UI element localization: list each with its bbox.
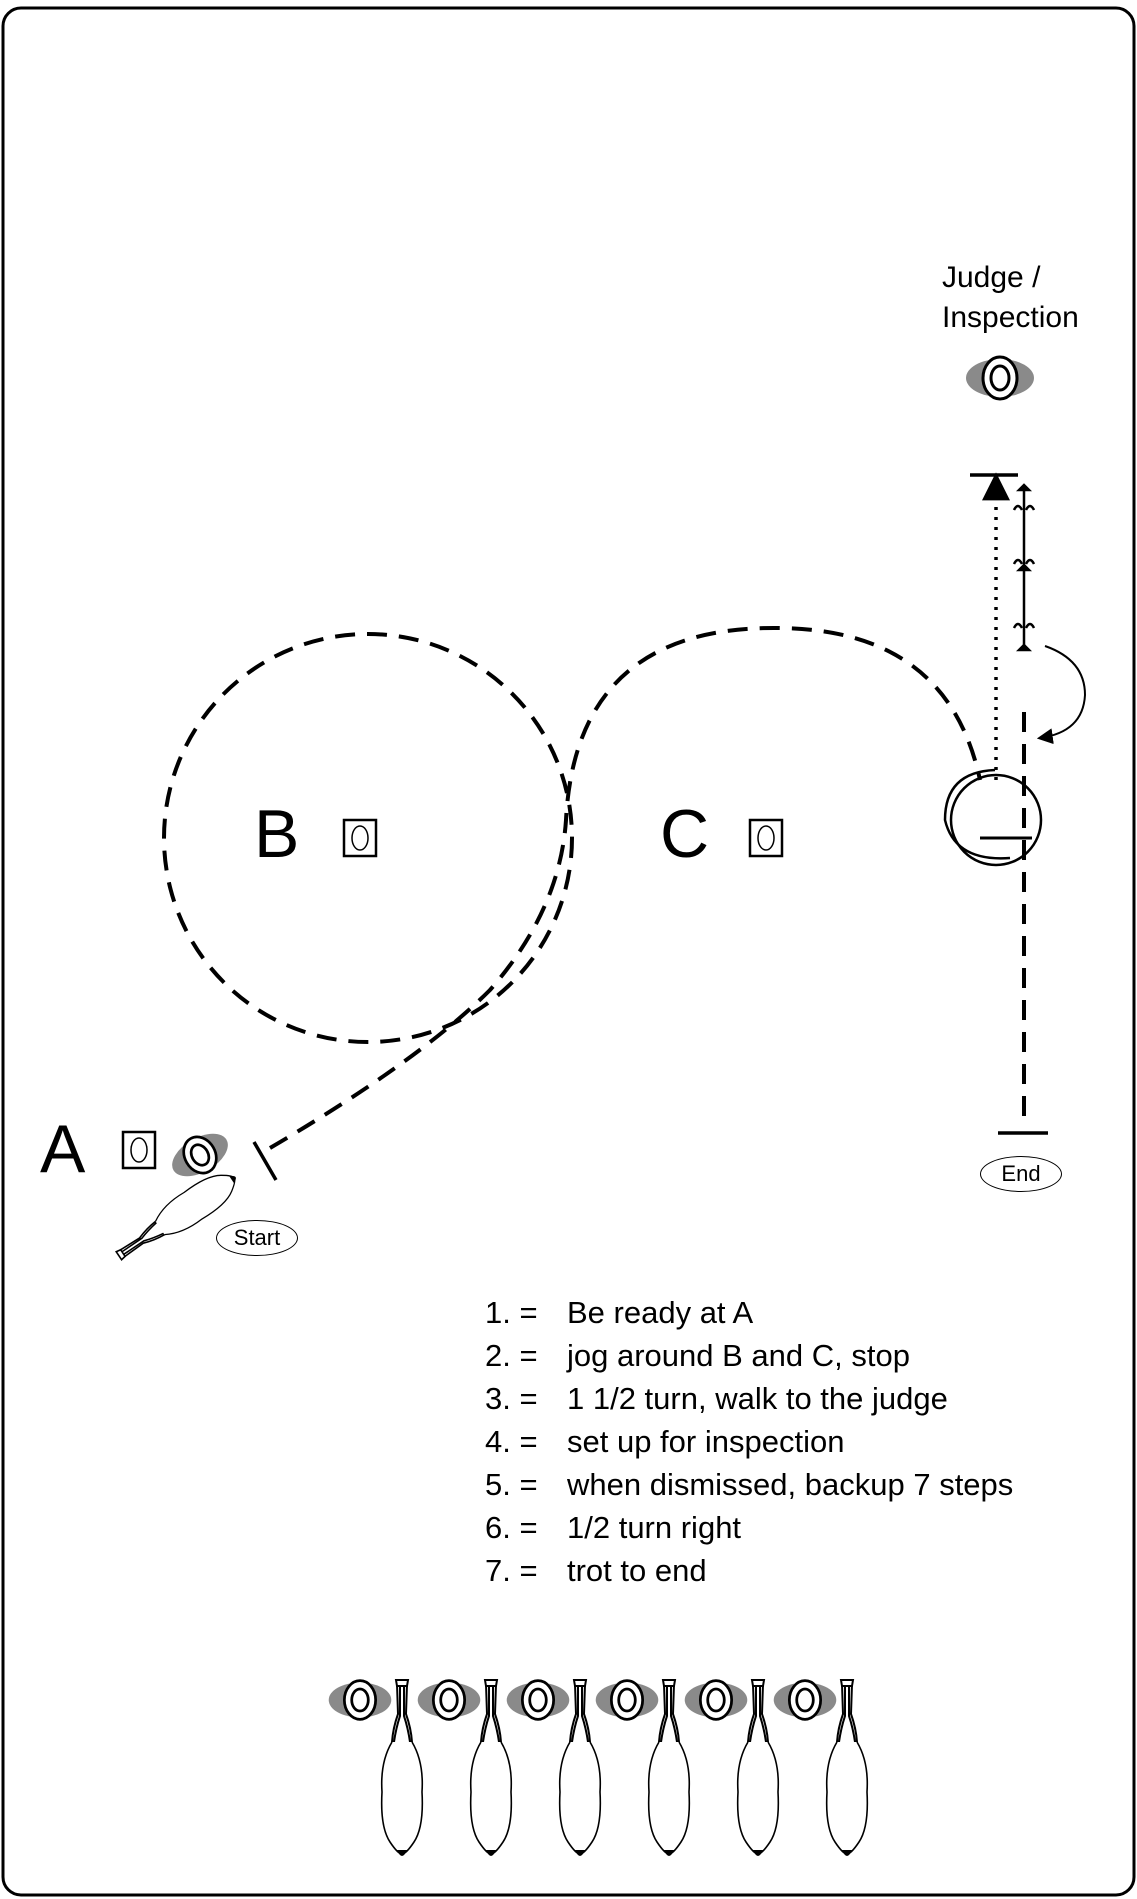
- instruction-step-number: 2. =: [485, 1338, 538, 1373]
- instruction-step-text: jog around B and C, stop: [567, 1338, 910, 1373]
- page-border: [1, 6, 1136, 1897]
- instruction-step: 2. = jog around B and C, stop: [485, 1338, 910, 1374]
- exhibitor-icon: [772, 1679, 838, 1721]
- judge-title-line2: Inspection: [942, 301, 1079, 334]
- instruction-step-text: when dismissed, backup 7 steps: [567, 1467, 1014, 1502]
- exhibitor-icon: [327, 1679, 393, 1721]
- exhibitor-icon: [683, 1679, 749, 1721]
- instruction-step: 7. = trot to end: [485, 1553, 707, 1589]
- judge-title-line1: Judge /: [942, 261, 1041, 294]
- instruction-step: 4. = set up for inspection: [485, 1424, 844, 1460]
- instruction-step-number: 6. =: [485, 1510, 538, 1545]
- cone-marker-icon: [121, 1130, 157, 1170]
- cone-marker-icon: [342, 818, 378, 858]
- jog-path: [268, 625, 982, 1150]
- instruction-step: 3. = 1 1/2 turn, walk to the judge: [485, 1381, 948, 1417]
- instruction-step: 6. = 1/2 turn right: [485, 1510, 741, 1546]
- instruction-step-number: 5. =: [485, 1467, 538, 1502]
- marker-b-label: B: [254, 796, 300, 872]
- instruction-step-text: Be ready at A: [567, 1295, 754, 1330]
- marker-c-label: C: [660, 796, 710, 872]
- half-turn-arrow: [1036, 645, 1087, 745]
- instruction-step-text: set up for inspection: [567, 1424, 845, 1459]
- exhibitor-icon: [505, 1679, 571, 1721]
- exhibitor-icon: [416, 1679, 482, 1721]
- instruction-step-number: 3. =: [485, 1381, 538, 1416]
- instruction-step-number: 4. =: [485, 1424, 538, 1459]
- horse-icon: [108, 1162, 246, 1271]
- start-label: Start: [216, 1220, 298, 1256]
- instruction-step-text: 1 1/2 turn, walk to the judge: [567, 1381, 948, 1416]
- marker-a-label: A: [40, 1111, 86, 1187]
- end-label: End: [980, 1156, 1062, 1192]
- turn-circle: [949, 773, 1043, 867]
- instruction-step-text: 1/2 turn right: [567, 1510, 742, 1545]
- instruction-step-text: trot to end: [567, 1553, 707, 1588]
- instruction-step-number: 7. =: [485, 1553, 538, 1588]
- lineup-row: [327, 1679, 869, 1857]
- instruction-step: 5. = when dismissed, backup 7 steps: [485, 1467, 1013, 1503]
- judge-icon: [964, 355, 1036, 401]
- backup-steps: [1012, 483, 1036, 652]
- instruction-step-number: 1. =: [485, 1295, 538, 1330]
- exhibitor-icon: [594, 1679, 660, 1721]
- instruction-step: 1. = Be ready at A: [485, 1295, 753, 1331]
- start-tick: [252, 1141, 278, 1181]
- circle-b-path: [162, 632, 574, 1044]
- judge-title: Judge / Inspection: [942, 258, 1079, 338]
- cone-marker-icon: [748, 818, 784, 858]
